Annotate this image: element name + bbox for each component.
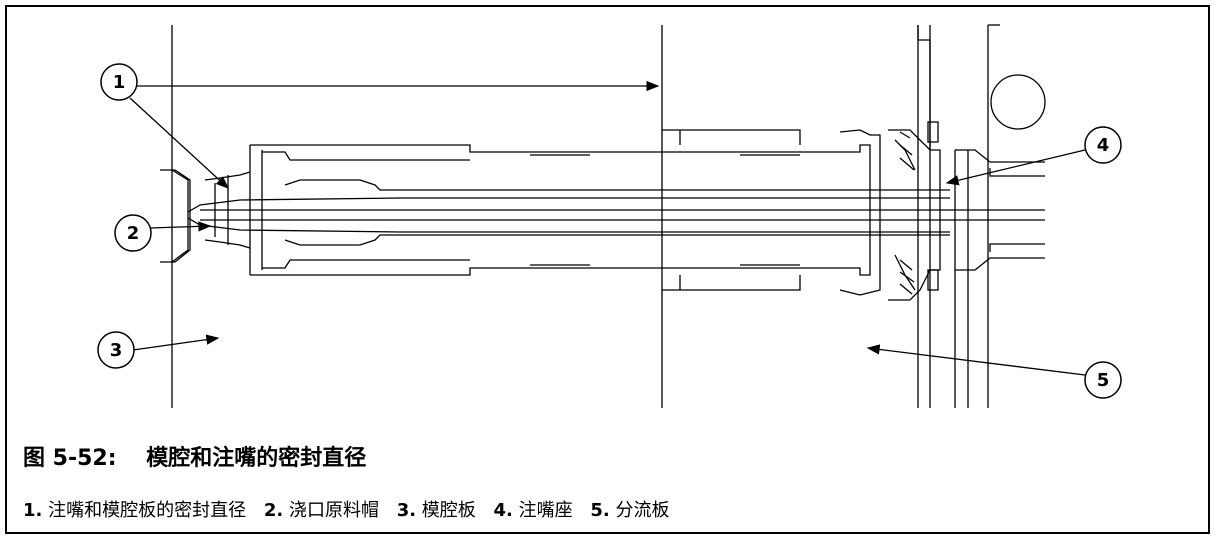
legend-item: 1. 注嘴和模腔板的密封直径 <box>23 500 247 521</box>
legend-item: 5. 分流板 <box>590 500 670 521</box>
figure-title: 模腔和注嘴的密封直径 <box>146 446 367 471</box>
figure-frame <box>5 5 1210 534</box>
figure-caption: 图 5-52: 模腔和注嘴的密封直径 <box>23 440 366 472</box>
svg-text:5: 5 <box>1097 370 1110 391</box>
legend-item: 2. 浇口原料帽 <box>263 500 379 521</box>
side-circle <box>990 74 1046 130</box>
svg-text:2: 2 <box>127 223 140 244</box>
callout-4: 4 <box>1084 126 1122 164</box>
nozzle-seal-drawing: 1 2 3 4 5 <box>97 24 1122 408</box>
legend-item: 4. 注嘴座 <box>493 500 573 521</box>
svg-text:3: 3 <box>110 340 123 361</box>
callout-3: 3 <box>97 331 135 369</box>
svg-text:1: 1 <box>113 72 126 93</box>
callout-1: 1 <box>100 63 138 101</box>
figure-label: 图 5-52: <box>23 446 117 471</box>
figure-legend: 1. 注嘴和模腔板的密封直径 2. 浇口原料帽 3. 模腔板 4. 注嘴座 5.… <box>23 496 681 522</box>
legend-item: 3. 模腔板 <box>396 500 476 521</box>
callout-2: 2 <box>114 214 152 252</box>
svg-text:4: 4 <box>1097 135 1110 156</box>
callout-5: 5 <box>1084 361 1122 399</box>
